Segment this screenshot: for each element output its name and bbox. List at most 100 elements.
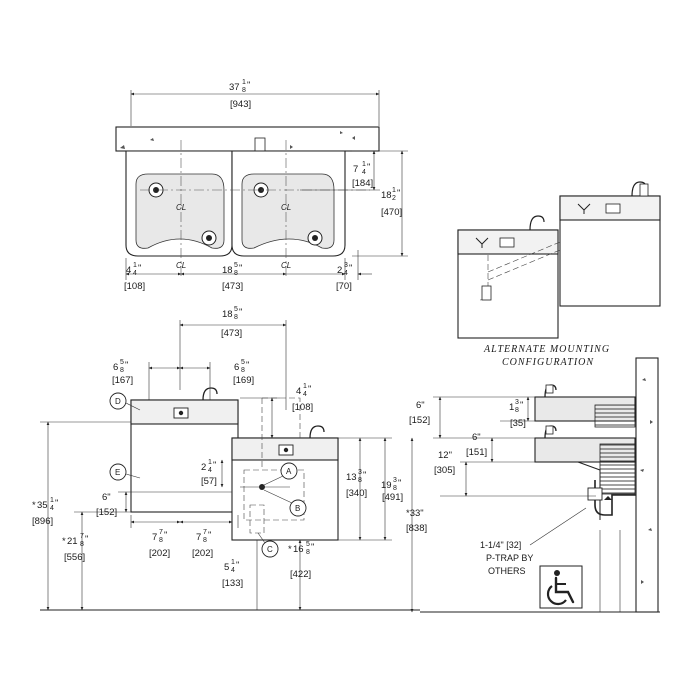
svg-text:1: 1 (231, 559, 235, 566)
svg-text:": " (349, 263, 352, 274)
alternate-mounting-view: ALTERNATE MOUNTING CONFIGURATION (457, 181, 661, 368)
svg-text:4: 4 (362, 169, 366, 176)
svg-text:[151]: [151] (466, 447, 487, 458)
svg-text:[422]: [422] (290, 569, 311, 580)
svg-text:*: * (62, 536, 66, 547)
svg-text:[108]: [108] (292, 402, 313, 413)
ptrap-note: 1-1/4" [32] P-TRAP BY OTHERS (480, 507, 587, 576)
svg-text:2: 2 (392, 195, 396, 202)
svg-text:8: 8 (393, 485, 397, 492)
svg-text:3: 3 (344, 262, 348, 269)
svg-text:7: 7 (159, 529, 163, 536)
svg-text:ALTERNATE MOUNTING: ALTERNATE MOUNTING (483, 344, 610, 355)
callout-a: A (263, 462, 298, 486)
front-view: 18 5 8 " [473] 6 5 8 " [167] 6 5 8 " [16… (32, 306, 420, 611)
svg-text:CL: CL (281, 261, 291, 270)
dim-front-left-half: 6 5 8 " [167] (112, 359, 133, 386)
svg-text:*: * (288, 544, 292, 555)
svg-text:1: 1 (362, 161, 366, 168)
svg-text:[35]: [35] (510, 418, 526, 429)
callout-d: D (109, 392, 141, 411)
svg-text:7: 7 (353, 164, 358, 175)
svg-text:D: D (115, 397, 121, 406)
svg-text:6: 6 (234, 362, 239, 373)
svg-text:13: 13 (346, 472, 357, 483)
svg-text:3: 3 (515, 399, 519, 406)
svg-text:[202]: [202] (149, 548, 170, 559)
svg-text:": " (125, 360, 128, 371)
svg-text:[152]: [152] (409, 415, 430, 426)
svg-text:1: 1 (303, 383, 307, 390)
svg-text:6": 6" (472, 432, 481, 443)
svg-text:": " (164, 530, 167, 541)
centerline-symbols: CL CL CL CL (176, 203, 291, 270)
dim-front-center-spacing: 18 5 8 " [473] (221, 306, 242, 339)
dim-front-small: 2 1 4 " [57] (201, 459, 217, 487)
wall-bracket (115, 126, 380, 152)
svg-text:2: 2 (337, 265, 342, 276)
svg-text:8: 8 (358, 477, 362, 484)
callout-c: C (257, 532, 279, 558)
svg-text:5: 5 (234, 306, 238, 313)
dim-front-bottom-small: 5 1 4 " [133] (222, 559, 243, 589)
wall (635, 357, 659, 613)
dim-side-six-mid: 6" [151] (466, 432, 487, 458)
svg-text:": " (236, 560, 239, 571)
svg-text:5: 5 (306, 541, 310, 548)
svg-text:7: 7 (196, 532, 201, 543)
svg-text:CONFIGURATION: CONFIGURATION (502, 357, 594, 368)
svg-text:18: 18 (381, 190, 392, 201)
svg-text:": " (246, 360, 249, 371)
svg-text:8: 8 (241, 367, 245, 374)
svg-text:": " (85, 534, 88, 545)
dim-top-depth-total: 18 1 2 " [470] (381, 187, 402, 218)
svg-text:[943]: [943] (230, 99, 251, 110)
svg-text:": " (239, 307, 242, 318)
dim-front-left-bottom: 7 7 8 " [202] (149, 529, 170, 559)
dim-front-cabinet-total: 19 3 8 " [491] (381, 477, 403, 503)
p-trap (594, 480, 636, 516)
svg-text:[491]: [491] (382, 492, 403, 503)
svg-text:8: 8 (203, 537, 207, 544)
svg-text:4: 4 (344, 270, 348, 277)
dim-front-right-half: 6 5 8 " [169] (233, 359, 254, 386)
dim-front-height-high: * 35 1 4 " [896] (32, 497, 58, 527)
svg-text:": " (208, 530, 211, 541)
svg-text:19: 19 (381, 480, 392, 491)
svg-text:CL: CL (176, 203, 186, 212)
svg-text:7: 7 (203, 529, 207, 536)
svg-text:8: 8 (159, 537, 163, 544)
svg-text:18: 18 (222, 309, 233, 320)
svg-text:4: 4 (231, 567, 235, 574)
svg-text:CL: CL (281, 203, 291, 212)
svg-text:": " (308, 384, 311, 395)
svg-text:*: * (32, 500, 36, 511)
svg-text:8: 8 (515, 407, 519, 414)
svg-text:8: 8 (80, 541, 84, 548)
dim-top-width: 37 1 8 " [943] (229, 79, 251, 110)
svg-text:4: 4 (303, 391, 307, 398)
svg-text:": " (311, 542, 314, 553)
dim-side-thirty-three: *33" [838] (406, 508, 427, 534)
dim-front-drop: 4 1 4 " [108] (292, 383, 313, 413)
svg-text:[202]: [202] (192, 548, 213, 559)
svg-text:5: 5 (224, 562, 229, 573)
dim-front-height-right: * 16 5 8 " [422] (288, 541, 314, 580)
svg-text:1: 1 (50, 497, 54, 504)
svg-text:": " (239, 263, 242, 274)
svg-text:1: 1 (208, 459, 212, 466)
svg-text:6: 6 (113, 362, 118, 373)
svg-text:[152]: [152] (96, 507, 117, 518)
svg-text:7: 7 (152, 532, 157, 543)
svg-text:": " (520, 400, 523, 411)
svg-text:[133]: [133] (222, 578, 243, 589)
svg-text:[340]: [340] (346, 488, 367, 499)
svg-text:A: A (286, 467, 292, 476)
svg-text:3: 3 (358, 469, 362, 476)
svg-text:": " (55, 498, 58, 509)
svg-text:7: 7 (80, 533, 84, 540)
svg-text:E: E (115, 468, 120, 477)
svg-text:C: C (267, 545, 273, 554)
svg-text:[70]: [70] (336, 281, 352, 292)
